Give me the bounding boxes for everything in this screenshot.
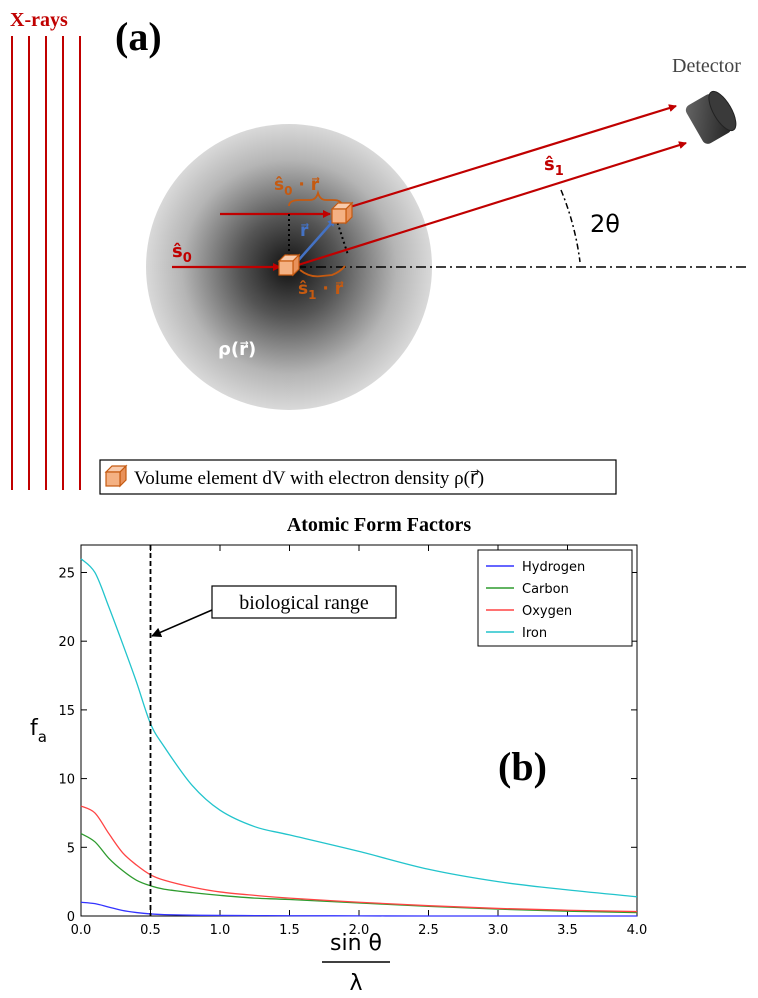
panel-b: Atomic Form Factors 0.0 0.5 1.0 1.5 2.0 2.5 3.… (30, 514, 647, 996)
y-tick-label: 20 (58, 635, 75, 650)
r-vector (295, 218, 336, 264)
series-carbon (80, 832, 638, 914)
legend-label: Carbon (522, 582, 569, 597)
series-hydrogen (80, 901, 637, 917)
series-iron (80, 558, 638, 898)
s0-label: ŝ0 (172, 241, 192, 266)
detector-icon (685, 90, 737, 144)
y-tick-label: 0 (67, 910, 75, 925)
volume-element-lower (278, 254, 300, 276)
y-tick-label: 10 (58, 773, 75, 788)
legend-label: Iron (522, 626, 547, 641)
y-axis: 0 5 10 15 20 25 (58, 566, 637, 925)
xray-beam-lines (11, 36, 81, 490)
path-difference-brace (288, 189, 343, 207)
panel-a: X-rays (a) Detector 2θ (10, 9, 748, 495)
volume-element-icon (105, 465, 127, 487)
volume-element-upper (331, 202, 353, 224)
panel-b-label: (b) (498, 744, 547, 789)
legend-label: Oxygen (522, 604, 572, 619)
x-tick-label: 4.0 (627, 923, 648, 938)
x-tick-label: 2.0 (349, 923, 370, 938)
x-tick-label: 1.5 (279, 923, 300, 938)
annotation-box (211, 585, 397, 619)
scattered-ray-lower (297, 141, 687, 267)
s1-label: ŝ1 (544, 154, 564, 179)
x-tick-label: 3.0 (488, 923, 509, 938)
annotation-text: biological range (239, 592, 369, 614)
chart-series (80, 545, 638, 917)
volume-element-legend: Volume element dV with electron density … (99, 459, 617, 495)
x-tick-label: 2.5 (418, 923, 439, 938)
chart-title: Atomic Form Factors (287, 514, 472, 536)
path-difference-brace-lower (299, 265, 346, 278)
y-axis-label: fa (30, 716, 47, 746)
r-label: r⃗ (300, 221, 309, 241)
projection-dotted-2 (335, 217, 349, 256)
x-tick-label: 3.5 (557, 923, 578, 938)
x-tick-label: 1.0 (210, 923, 231, 938)
annotation-arrow (151, 609, 213, 638)
x-tick-label: 0.0 (71, 923, 92, 938)
y-tick-label: 25 (58, 566, 75, 581)
series-oxygen (80, 805, 638, 913)
s0-dot-r-label: ŝ0 · r⃗ (274, 175, 320, 198)
detector-label: Detector (672, 55, 741, 77)
y-tick-label: 5 (67, 841, 75, 856)
x-tick-label: 0.5 (140, 923, 161, 938)
angle-arc (560, 189, 581, 263)
density-label: ρ(r⃗) (218, 339, 256, 360)
y-tick-label: 15 (58, 704, 75, 719)
scattered-ray-upper (349, 104, 677, 209)
x-axis: 0.0 0.5 1.0 1.5 2.0 2.5 3.0 3.5 4.0 (71, 545, 648, 938)
angle-label: 2θ (590, 210, 620, 238)
legend-text: Volume element dV with electron density … (134, 468, 484, 489)
x-axis-label-denominator: λ (349, 971, 362, 996)
legend-label: Hydrogen (522, 560, 585, 575)
xrays-label: X-rays (10, 9, 68, 31)
panel-a-label: (a) (115, 14, 162, 59)
s1-dot-r-label: ŝ1 · r⃗ (298, 279, 344, 302)
x-axis-label-numerator: sin θ (330, 931, 382, 956)
